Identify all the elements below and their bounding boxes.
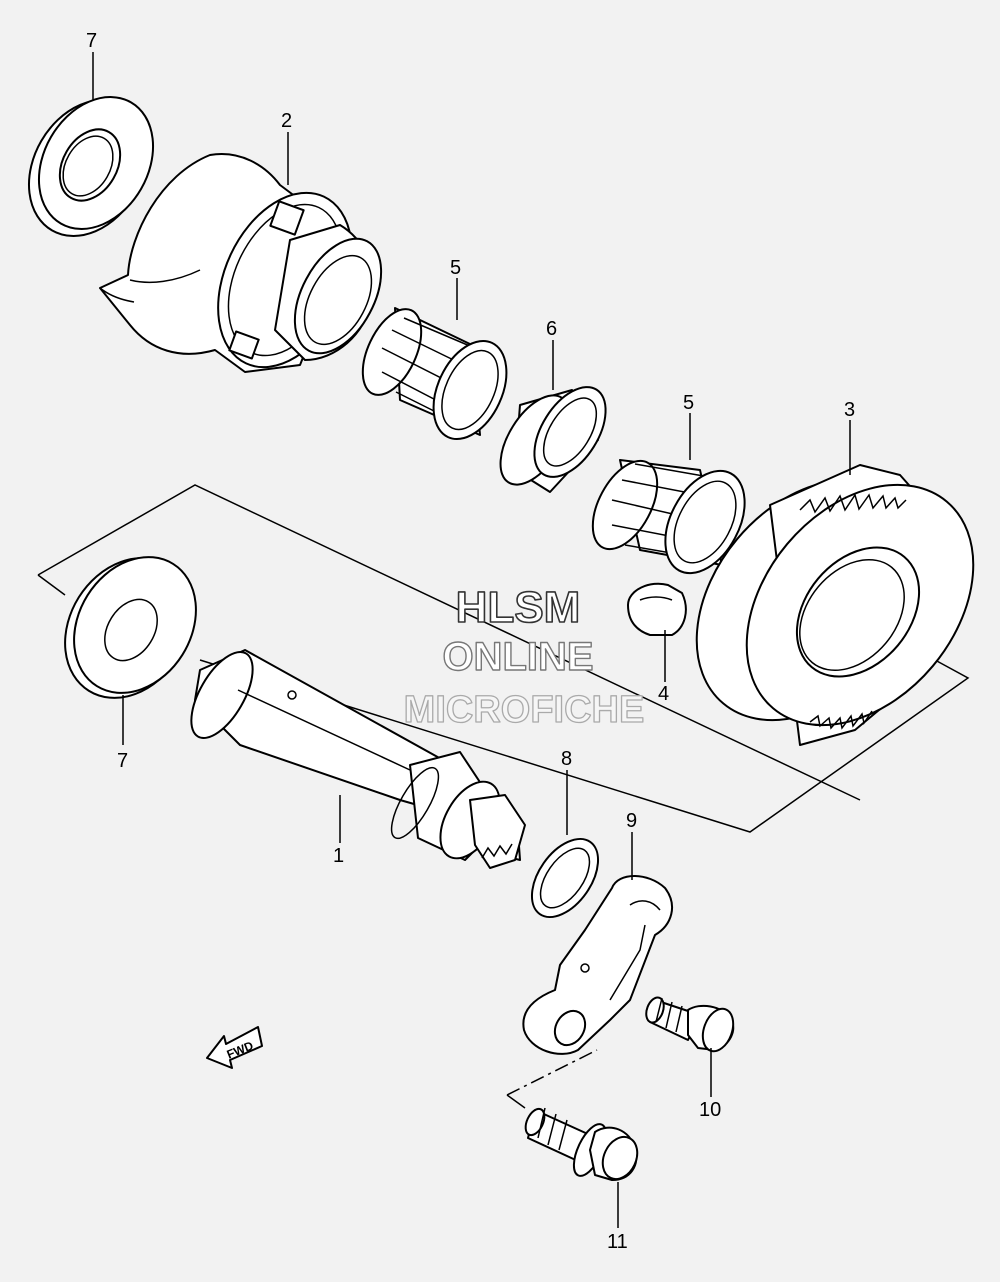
part-11-flange-bolt	[524, 1107, 639, 1181]
part-10-bolt	[645, 996, 735, 1053]
callout-4: 4	[658, 683, 669, 705]
assembly-boundary	[37, 484, 970, 1109]
watermark: HLSM ONLINE MICROFICHE	[403, 582, 645, 731]
callout-10: 10	[699, 1099, 721, 1121]
callout-5-upper: 5	[450, 257, 461, 279]
callout-7-top: 7	[86, 30, 97, 52]
fwd-arrow-icon: FWD	[206, 1026, 263, 1069]
callout-9: 9	[626, 810, 637, 832]
part-8-o-ring	[530, 837, 600, 919]
part-6-collar	[499, 386, 607, 493]
callout-11: 11	[607, 1231, 628, 1253]
callout-labels: 7 2 5 6 5 3 4 7 1 8 9 10 11	[86, 30, 855, 1253]
part-7-oil-seal-lower	[64, 556, 197, 699]
part-1-shaft	[190, 649, 526, 869]
watermark-line-1: HLSM	[456, 583, 581, 632]
part-2-housing	[99, 153, 383, 373]
callout-6: 6	[546, 318, 557, 340]
callout-1: 1	[333, 845, 344, 867]
callout-8: 8	[561, 748, 572, 770]
part-4-key	[627, 582, 687, 636]
callout-7-lower: 7	[117, 750, 128, 772]
part-9-lever	[522, 875, 674, 1055]
watermark-line-2: ONLINE	[442, 635, 593, 679]
callout-5-lower: 5	[683, 392, 694, 414]
callout-2: 2	[281, 110, 292, 132]
part-7-oil-seal-top	[27, 96, 155, 237]
part-3-gear	[695, 464, 975, 746]
callout-3: 3	[844, 399, 855, 421]
leader-lines	[92, 52, 851, 1228]
watermark-line-3: MICROFICHE	[404, 689, 645, 731]
part-5-needle-bearing-upper	[361, 307, 508, 441]
